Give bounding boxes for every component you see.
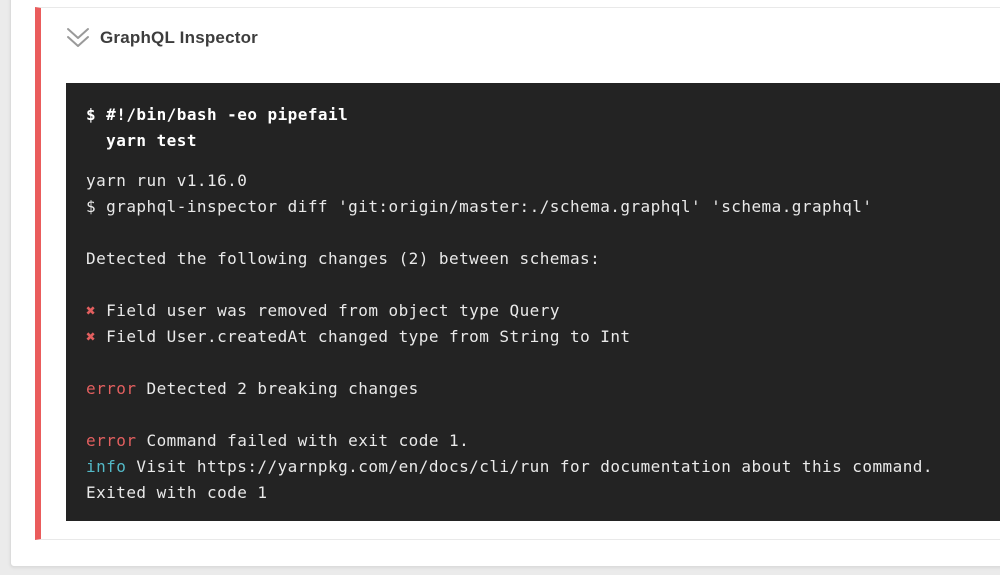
log-line: Detected the following changes (2) betwe… [86, 249, 601, 268]
log-line-info: info Visit https://yarnpkg.com/en/docs/c… [86, 457, 933, 476]
cross-mark-icon: ✖ [86, 327, 97, 346]
log-line-blank [86, 402, 1000, 428]
build-step-card: GraphQL Inspector $ #!/bin/bash -eo pipe… [10, 0, 1000, 567]
log-line-breaking-change: ✖ Field user was removed from object typ… [86, 301, 560, 320]
log-line-blank [86, 350, 1000, 376]
log-line: yarn run v1.16.0 [86, 171, 248, 190]
terminal-command-block: $ #!/bin/bash -eo pipefail yarn test [86, 102, 1000, 154]
terminal-command-line: $ #!/bin/bash -eo pipefail [86, 105, 349, 124]
cross-mark-icon: ✖ [86, 301, 97, 320]
log-line-error: error Detected 2 breaking changes [86, 379, 419, 398]
chevron-double-down-icon[interactable] [65, 27, 91, 49]
error-label: error [86, 379, 137, 398]
step-header[interactable]: GraphQL Inspector [41, 8, 1000, 49]
step-section-failed: GraphQL Inspector $ #!/bin/bash -eo pipe… [35, 7, 1000, 540]
terminal-command-line: yarn test [86, 131, 197, 150]
log-line-exit-code: Exited with code 1 [86, 483, 268, 502]
log-line-blank [86, 220, 1000, 246]
log-line-blank [86, 272, 1000, 298]
terminal-output: $ #!/bin/bash -eo pipefail yarn test yar… [66, 83, 1000, 521]
info-label: info [86, 457, 127, 476]
terminal-log-block: yarn run v1.16.0 $ graphql-inspector dif… [86, 168, 1000, 506]
error-label: error [86, 431, 137, 450]
log-line-breaking-change: ✖ Field User.createdAt changed type from… [86, 327, 631, 346]
log-line: $ graphql-inspector diff 'git:origin/mas… [86, 197, 873, 216]
step-title: GraphQL Inspector [100, 28, 259, 47]
log-line-error: error Command failed with exit code 1. [86, 431, 470, 450]
